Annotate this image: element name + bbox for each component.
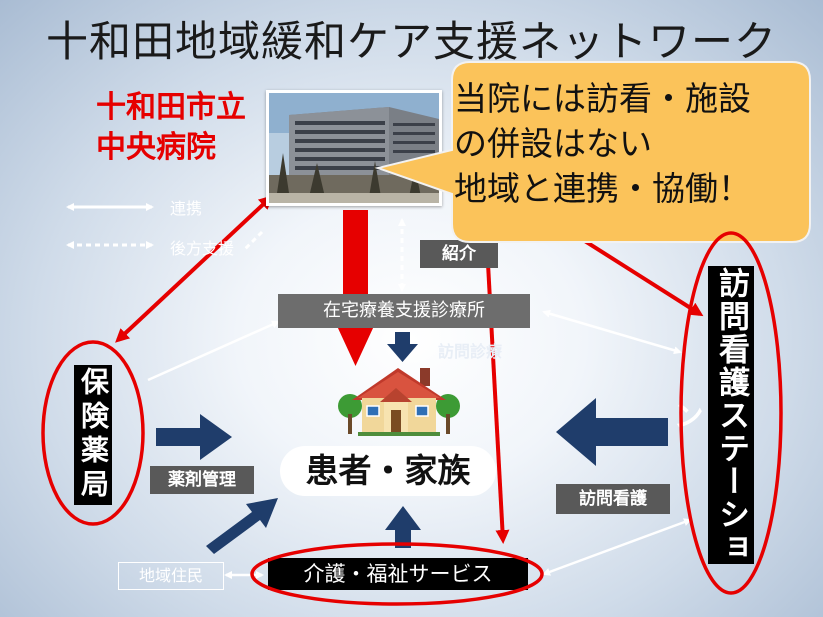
arrow-clinic-nursing [542,309,682,355]
referral-label: 紹介 [420,240,498,268]
drug-management-label: 薬剤管理 [150,466,254,494]
pharmacy-highlight-ellipse [41,340,145,526]
home-nursing-label: 訪問看護 [556,484,670,514]
callout-bubble [374,61,811,243]
pharmacy-box: 保険薬局 [74,365,112,505]
hospital-building-image [269,93,439,203]
arrow-hospital-pharmacy [115,195,273,343]
callout-line-1: 当院には訪看・施設 [454,79,751,118]
care-highlight-ellipse [250,542,544,606]
care-service-box: 介護・福祉サービス [268,558,528,590]
page-title: 十和田地域緩和ケア支援ネットワーク [45,17,777,66]
nursing-station-box: 訪問看護ステーション [667,266,754,564]
nursing-highlight-ellipse [679,231,783,595]
home-clinic-box: 在宅療養支援診療所 [278,294,530,328]
callout-line-3: 地域と連携・協働！ [454,169,751,208]
patient-family-label: 患者・家族 [280,446,496,496]
legend-label-cooperation: 連携 [170,199,203,218]
hospital-name-line2: 中央病院 [96,130,216,165]
callout-line-2: の併設はない [454,124,652,163]
arrow-care-home [385,506,421,548]
arrow-care-nursing [542,518,692,576]
arrow-nursing-home [556,398,668,466]
arrow-residents-home [206,498,278,554]
local-residents-box: 地域住民 [118,562,224,590]
house-icon [338,368,460,436]
arrow-clinic-home [387,332,418,362]
home-visit-medical-label: 訪問診療 [438,342,503,361]
hospital-name-line1: 十和田市立 [96,90,246,125]
callout-text: 当院には訪看・施設 の併設はない 地域と連携・協働！ [454,76,804,211]
arrow-pharmacy-home [156,414,232,460]
legend-label-backup: 後方支援 [170,239,235,258]
hospital-photo [266,90,442,206]
